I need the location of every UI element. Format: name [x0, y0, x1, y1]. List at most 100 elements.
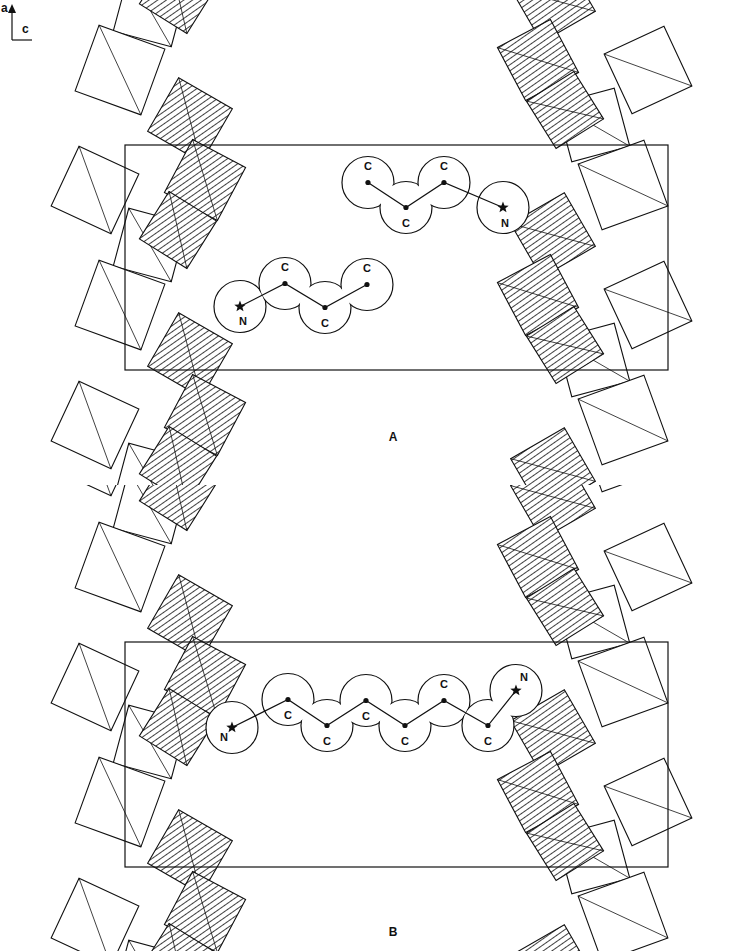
- octahedron-edge: [511, 486, 596, 509]
- octahedron: [139, 923, 216, 951]
- octahedron-edge: [99, 757, 141, 847]
- molecule-outline: NCCC: [204, 230, 403, 361]
- arrow-head: [8, 4, 16, 13]
- octahedron-edge: [526, 101, 603, 119]
- octahedron-edge: [497, 545, 578, 570]
- octahedron-edge: [526, 598, 603, 616]
- octahedron: [511, 428, 596, 485]
- octahedron-edge: [526, 336, 603, 354]
- atom-fill: [207, 702, 257, 752]
- octahedron-edge: [511, 224, 596, 247]
- unit-cell: [125, 145, 668, 370]
- atom-fill: [300, 282, 350, 332]
- octahedron: [578, 140, 668, 230]
- octahedron-edge: [497, 283, 578, 308]
- atom-label: N: [220, 732, 228, 743]
- atom-label: C: [402, 218, 410, 229]
- nitrogen-star: [510, 684, 521, 695]
- octahedron-edge: [169, 191, 187, 268]
- atom-label: C: [323, 736, 331, 747]
- atom-label: C: [362, 711, 370, 722]
- bond-line: [368, 182, 503, 207]
- molecule-drawing: [188, 640, 560, 779]
- octahedron-edge: [79, 381, 111, 469]
- carbon-dot: [322, 304, 327, 309]
- carbon-dot: [403, 204, 408, 209]
- octahedron: [139, 485, 216, 531]
- carbon-dot: [441, 697, 446, 702]
- panel-label: A: [389, 431, 398, 443]
- octahedron-edge: [193, 871, 218, 951]
- nitrogen-star: [497, 201, 508, 212]
- atom-sphere: [477, 181, 529, 233]
- octahedron: [139, 426, 216, 485]
- octahedron: [526, 306, 603, 383]
- bond-line: [232, 690, 516, 727]
- molecule-outline: NCCCCCCN: [188, 640, 560, 779]
- carbon-dot: [324, 722, 329, 727]
- octahedron-edge: [79, 485, 111, 496]
- octahedron-edge: [79, 146, 111, 234]
- octahedron-edge: [497, 780, 578, 805]
- bond-line: [240, 283, 367, 307]
- atom-fill: [215, 281, 265, 331]
- octahedron-edge: [578, 399, 668, 441]
- octahedron-edge: [169, 485, 187, 531]
- octahedron-edge: [169, 0, 187, 34]
- octahedron: [578, 637, 668, 727]
- panel-illustration: [51, 485, 692, 951]
- octahedron: [75, 25, 165, 115]
- carbon-dot: [441, 179, 446, 184]
- atom-fill: [419, 675, 469, 725]
- atom-label: N: [520, 672, 528, 683]
- atom-fill: [478, 182, 528, 232]
- atom-label: C: [321, 318, 329, 329]
- octahedron: [578, 485, 668, 492]
- octahedron: [75, 260, 165, 350]
- octahedron-edge: [99, 25, 141, 115]
- octahedron-edge: [604, 289, 692, 321]
- octahedron: [526, 71, 603, 148]
- octahedron: [578, 872, 668, 951]
- octahedron-edge: [511, 459, 596, 482]
- atom-label: C: [284, 710, 292, 721]
- octahedron-edge: [79, 878, 111, 951]
- atom-sphere: [214, 280, 266, 332]
- carbon-dot: [282, 280, 287, 285]
- atom-label: C: [484, 736, 492, 747]
- nitrogen-star: [226, 721, 237, 732]
- panel-label: B: [389, 926, 398, 938]
- carbon-dot: [364, 281, 369, 286]
- panel-illustration: [51, 0, 692, 485]
- carbon-dot: [402, 722, 407, 727]
- octahedron-edge: [604, 551, 692, 583]
- octahedron: [578, 375, 668, 465]
- octahedron-edge: [578, 164, 668, 206]
- carbon-dot: [485, 722, 490, 727]
- octahedron: [75, 522, 165, 612]
- unit-cell: [125, 642, 668, 867]
- atom-sphere: [206, 701, 258, 753]
- octahedron-edge: [169, 923, 187, 951]
- atom-label: C: [401, 736, 409, 747]
- atom-label: N: [501, 218, 509, 229]
- octahedron: [526, 803, 603, 880]
- octahedron: [139, 688, 216, 765]
- axis-line: [12, 39, 32, 40]
- octahedron-edge: [99, 522, 141, 612]
- atom-label: C: [440, 161, 448, 172]
- atom-label: C: [363, 263, 371, 274]
- axis-label: c: [22, 23, 29, 35]
- octahedron: [75, 757, 165, 847]
- octahedron-edge: [511, 0, 596, 11]
- octahedron-edge: [578, 661, 668, 703]
- atom-fill: [419, 157, 469, 207]
- axis-label: a: [1, 2, 8, 14]
- octahedron: [139, 191, 216, 268]
- atom-label: N: [239, 316, 247, 327]
- atom-fill: [342, 259, 392, 309]
- octahedron-edge: [169, 426, 187, 485]
- octahedron-edge: [169, 688, 187, 765]
- octahedron: [511, 925, 596, 951]
